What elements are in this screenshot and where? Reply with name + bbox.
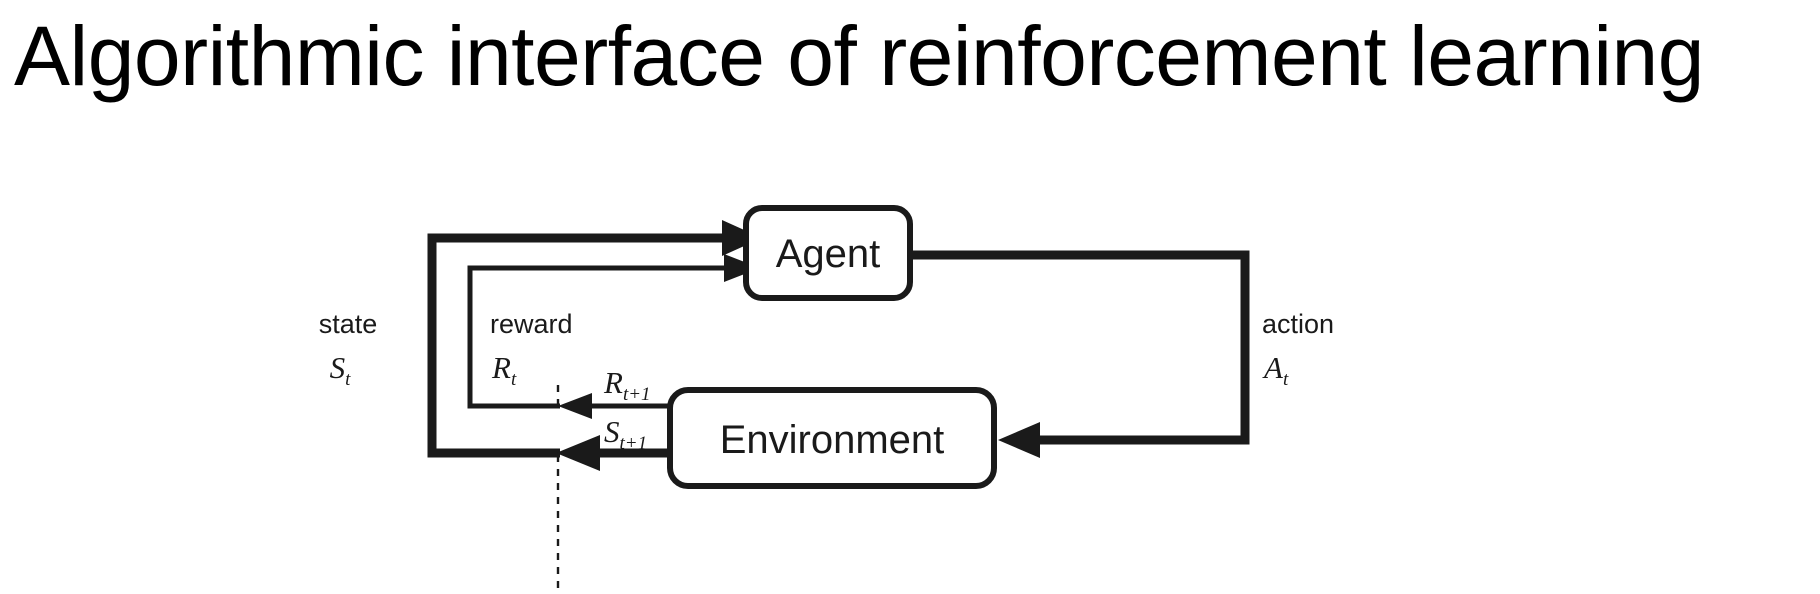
reward-arrowhead-into-agent	[724, 254, 760, 282]
reward-next-subscript: t+1	[623, 384, 651, 405]
action-label: action	[1262, 309, 1334, 339]
state-symbol-subscript: t	[345, 369, 351, 390]
page-title: Algorithmic interface of reinforcement l…	[14, 9, 1704, 103]
reward-symbol: Rt	[491, 350, 517, 390]
state-flow-path	[427, 220, 762, 458]
action-flow-path	[910, 250, 1250, 458]
state-symbol: St	[330, 350, 352, 390]
state-next-arrowhead	[556, 435, 600, 471]
action-symbol-base: A	[1262, 350, 1284, 385]
state-next-arrow	[556, 435, 670, 471]
state-next-subscript: t+1	[620, 433, 648, 454]
reward-next-arrow	[558, 393, 670, 419]
agent-node[interactable]: Agent	[743, 205, 913, 301]
action-symbol-subscript: t	[1283, 369, 1289, 390]
state-symbol-base: S	[330, 350, 346, 385]
reward-flow-path	[467, 254, 760, 409]
reward-next-arrowhead	[558, 393, 592, 419]
state-label: state	[319, 309, 378, 339]
environment-box[interactable]	[667, 387, 997, 489]
action-label-group: action At	[1262, 309, 1334, 390]
environment-node[interactable]: Environment	[667, 387, 997, 489]
state-next-base: S	[604, 414, 620, 449]
reward-symbol-subscript: t	[511, 369, 517, 390]
action-arrowhead-into-environment	[998, 422, 1040, 458]
rl-interaction-diagram: Agent Environment state St reward Rt act…	[0, 150, 1820, 594]
state-label-group: state St	[319, 309, 378, 390]
reward-symbol-base: R	[491, 350, 511, 385]
agent-label: Agent	[776, 232, 881, 276]
state-next-symbol: St+1	[604, 414, 647, 454]
reward-next-base: R	[603, 365, 623, 400]
state-arrowhead-into-agent	[722, 220, 762, 256]
agent-box[interactable]	[743, 205, 913, 301]
reward-next-symbol: Rt+1	[603, 365, 651, 405]
reward-label-group: reward Rt	[490, 309, 573, 390]
reward-label: reward	[490, 309, 573, 339]
action-symbol: At	[1262, 350, 1289, 390]
environment-label: Environment	[720, 418, 945, 462]
